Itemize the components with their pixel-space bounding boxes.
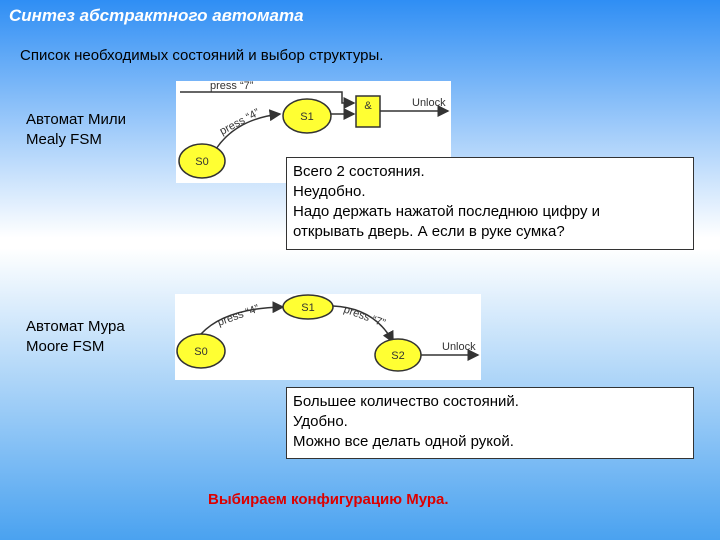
mealy-arc-s0-s1 (215, 109, 282, 150)
moore-state-s0 (176, 333, 226, 369)
moore-note-line-1: Большее количество состояний. (293, 393, 519, 410)
mealy-note-line-4: открывать дверь. А если в руке сумка? (293, 223, 565, 240)
mealy-press7-text: press “7” (210, 81, 254, 92)
mealy-label-en: Mealy FSM (26, 131, 102, 148)
mealy-state-s1 (282, 98, 332, 134)
moore-state-s1 (282, 294, 334, 320)
mealy-label: Автомат Мили Mealy FSM (26, 110, 126, 150)
moore-label-en: Moore FSM (26, 338, 105, 355)
moore-state-s1-label: S1 (301, 302, 314, 314)
moore-press7-text: press “7” (342, 304, 387, 330)
slide-subtitle: Список необходимых состояний и выбор стр… (20, 47, 384, 64)
moore-state-s2-label: S2 (391, 350, 404, 362)
slide-title: Синтез абстрактного автомата (9, 6, 304, 25)
mealy-press7-line (180, 91, 356, 109)
mealy-diagram-svg: press “7” press “4” S0 S1 & Unlock (178, 81, 450, 179)
moore-diagram-svg: press “4” press “7” S0 S1 S2 Unlock (176, 294, 480, 372)
moore-state-s0-label: S0 (194, 346, 207, 358)
moore-diagram: press “4” press “7” S0 S1 S2 Unlock (175, 294, 481, 380)
moore-label: Автомат Мура Moore FSM (26, 317, 125, 357)
mealy-note-line-1: Всего 2 состояния. (293, 163, 425, 180)
mealy-unlock-text: Unlock (412, 97, 446, 109)
mealy-note-line-3: Надо держать нажатой последнюю цифру и (293, 203, 601, 220)
mealy-label-ru: Автомат Мили (26, 111, 127, 128)
mealy-and-gate (355, 95, 381, 128)
moore-label-ru: Автомат Мура (26, 318, 125, 335)
mealy-state-s0 (178, 143, 226, 179)
conclusion-text: Выбираем конфигурацию Мура. (208, 491, 449, 508)
moore-note: Большее количество состояний. Удобно. Мо… (286, 387, 694, 459)
moore-arc-s0-s1 (200, 301, 285, 335)
moore-unlock-text: Unlock (442, 341, 476, 353)
moore-note-line-3: Можно все делать одной рукой. (293, 433, 514, 450)
mealy-note: Всего 2 состояния. Неудобно. Надо держат… (286, 157, 694, 250)
moore-press4-text: press “4” (216, 303, 261, 329)
mealy-and-gate-label: & (364, 100, 372, 112)
mealy-press4-text: press “4” (218, 107, 262, 138)
mealy-state-s0-label: S0 (195, 156, 208, 168)
mealy-state-s1-label: S1 (300, 111, 313, 123)
moore-arc-s1-s2 (332, 305, 394, 344)
mealy-note-line-2: Неудобно. (293, 183, 366, 200)
moore-note-line-2: Удобно. (293, 413, 348, 430)
